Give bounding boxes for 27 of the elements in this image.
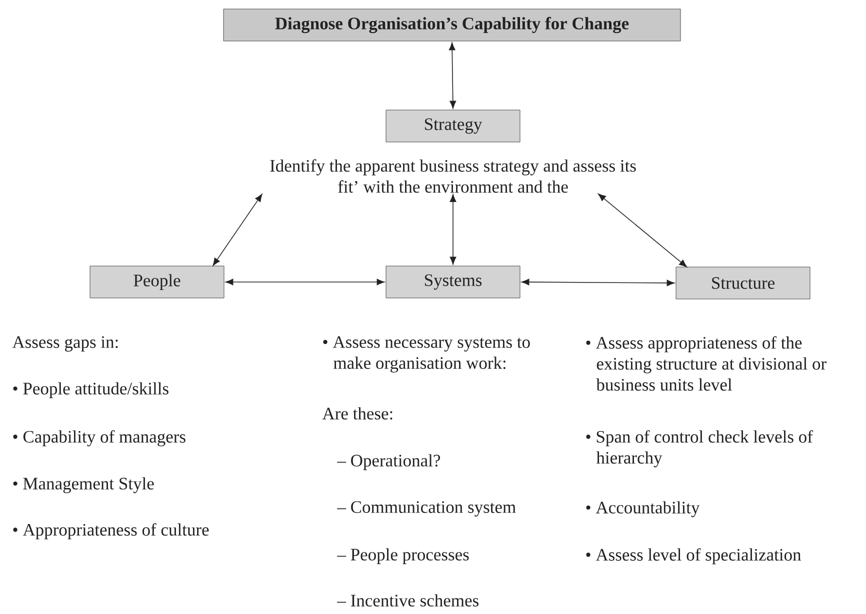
description-text: Identify the apparent business strategy and assess its fit’ with the environment and the [270, 159, 636, 193]
process-box: Systems [386, 266, 520, 298]
list-item: • Span of control check levels of hierarchy [586, 430, 813, 468]
process-box: Strategy [386, 110, 520, 142]
list-item: – People processes [337, 548, 469, 564]
process-box: Structure [676, 266, 810, 300]
list-item: – Incentive schemes [337, 594, 478, 607]
list-item: • Appropriateness of culture [13, 523, 209, 540]
arrow [521, 278, 675, 286]
list-item: • People attitude/skills [13, 382, 168, 398]
list-item: • Accountability [586, 501, 700, 518]
process-box: People [90, 266, 224, 298]
arrow [598, 194, 687, 268]
list-item: • Assess appropriateness of the existing structure at divisional or business units level [586, 336, 826, 391]
note-text: Are these: [322, 407, 392, 420]
list-item: • Assess level of specialization [586, 548, 802, 564]
list-item: • Management Style [13, 477, 154, 494]
list-item: – Communication system [337, 501, 516, 517]
title-box: Diagnose Organisation’s Capability for Change [223, 8, 681, 42]
list-item: • Assess necessary systems to make organisation work: [323, 336, 530, 373]
arrow [212, 194, 262, 266]
arrow [448, 42, 456, 109]
arrow [225, 278, 385, 286]
note-text: Assess gaps in: [12, 336, 118, 352]
arrow [450, 194, 456, 265]
list-item: • Capability of managers [13, 430, 186, 446]
list-item: – Operational? [337, 454, 440, 470]
